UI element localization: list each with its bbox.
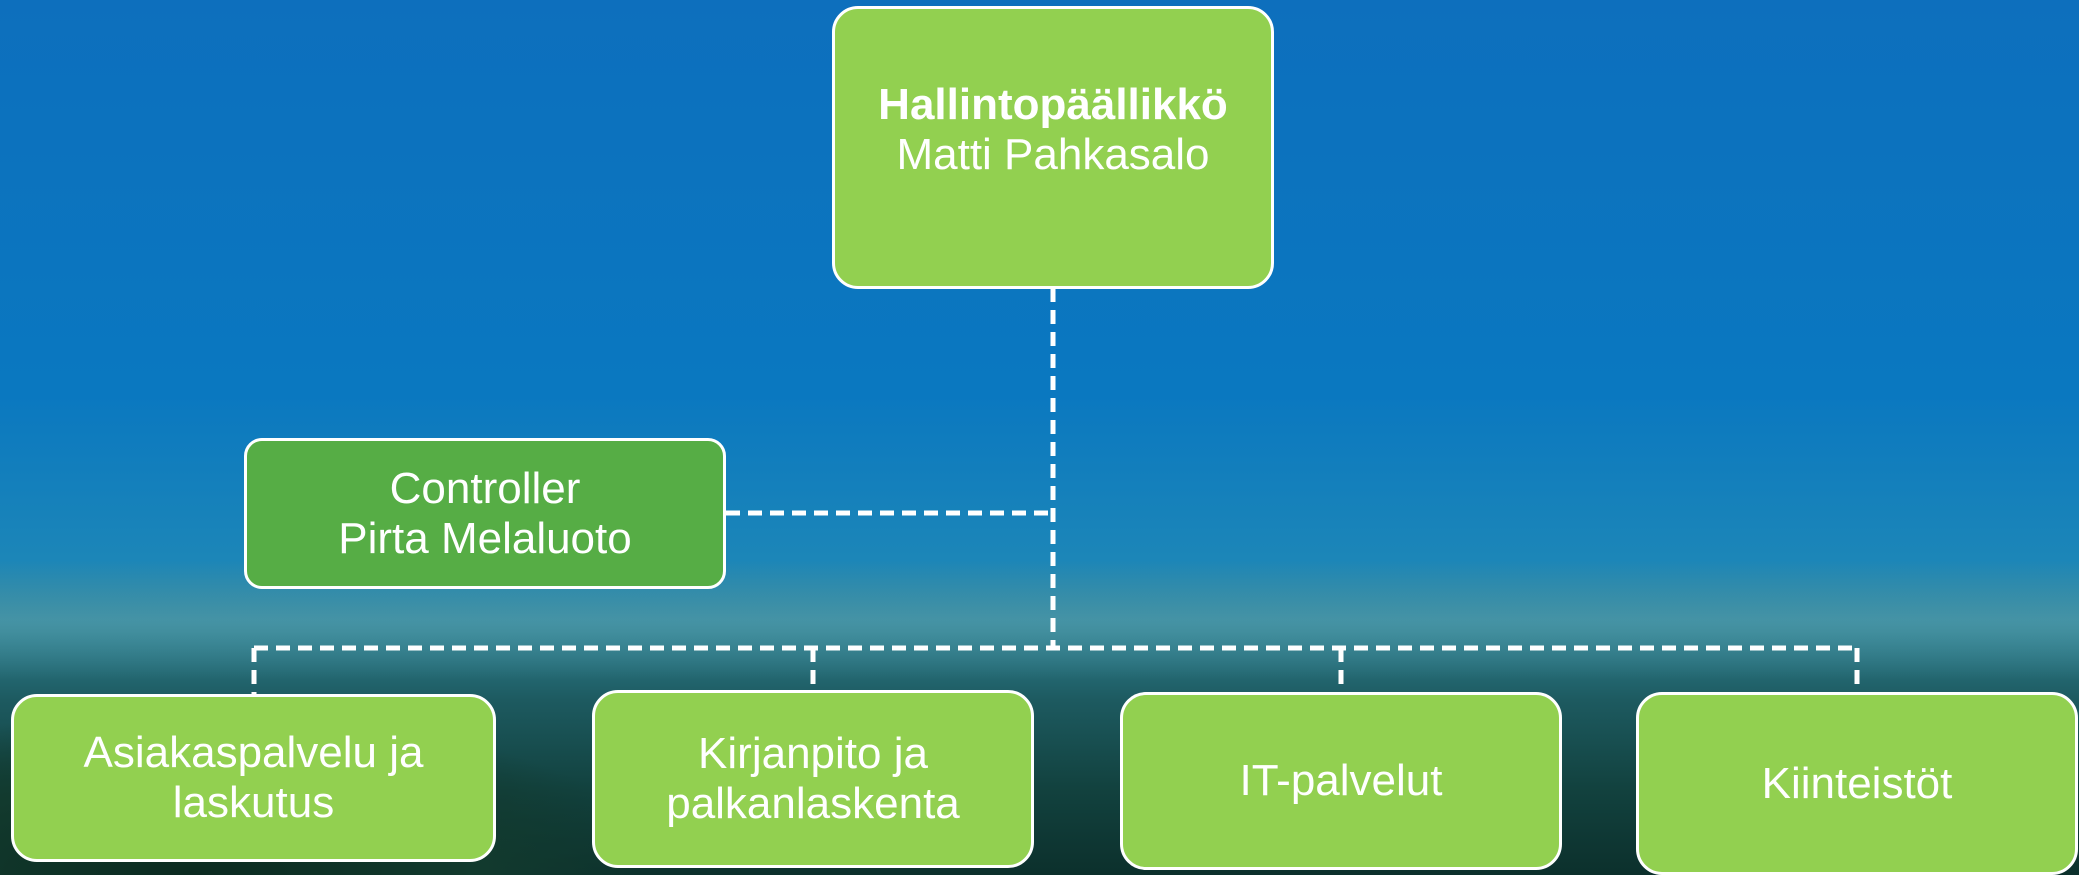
head-box: Hallintopäällikkö Matti Pahkasalo [832, 6, 1274, 289]
head-name: Matti Pahkasalo [896, 129, 1210, 179]
unit-label-line2: palkanlaskenta [666, 779, 960, 828]
staff-title: Controller [389, 463, 581, 513]
unit-box-2: Kirjanpito ja palkanlaskenta [592, 690, 1034, 868]
staff-box: Controller Pirta Melaluoto [244, 438, 726, 589]
unit-label-line1: IT-palvelut [1239, 756, 1443, 805]
unit-box-3: IT-palvelut [1120, 692, 1562, 870]
head-title: Hallintopäällikkö [878, 79, 1228, 129]
unit-label-line2: laskutus [172, 778, 335, 827]
unit-box-4: Kiinteistöt [1636, 692, 2078, 875]
unit-label-line1: Kirjanpito ja [698, 729, 928, 778]
unit-box-1: Asiakaspalvelu ja laskutus [11, 694, 496, 862]
unit-label-line1: Kiinteistöt [1761, 758, 1953, 808]
unit-label-line1: Asiakaspalvelu ja [83, 728, 424, 777]
staff-name: Pirta Melaluoto [338, 513, 632, 563]
